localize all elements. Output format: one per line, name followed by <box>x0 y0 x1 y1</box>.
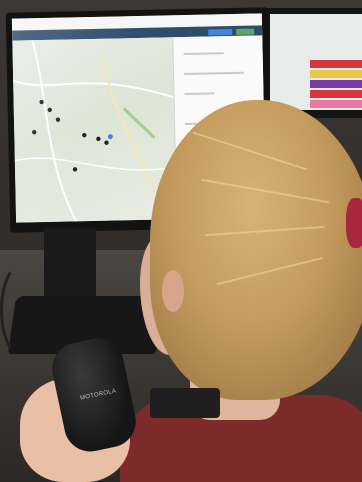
map-marker-icon <box>32 129 37 135</box>
spreadsheet-row <box>310 60 362 68</box>
ear <box>162 270 184 312</box>
spreadsheet-row <box>310 70 362 78</box>
cable <box>0 262 46 358</box>
map-marker-icon <box>104 140 109 145</box>
map-marker-icon <box>39 99 44 105</box>
keyboard <box>150 388 220 418</box>
map-marker-icon <box>72 167 78 172</box>
map-marker-icon <box>107 134 113 140</box>
spreadsheet-row <box>310 100 362 108</box>
map-marker-icon <box>47 107 52 113</box>
map-marker-icon <box>96 136 101 142</box>
blonde-hair <box>150 100 362 400</box>
map-marker-icon <box>55 117 61 122</box>
hair-scrunchie <box>346 198 362 248</box>
spreadsheet-row <box>310 80 362 88</box>
spreadsheet-row <box>310 90 362 98</box>
spreadsheet-screen <box>270 14 362 110</box>
map-marker-icon <box>82 132 87 138</box>
